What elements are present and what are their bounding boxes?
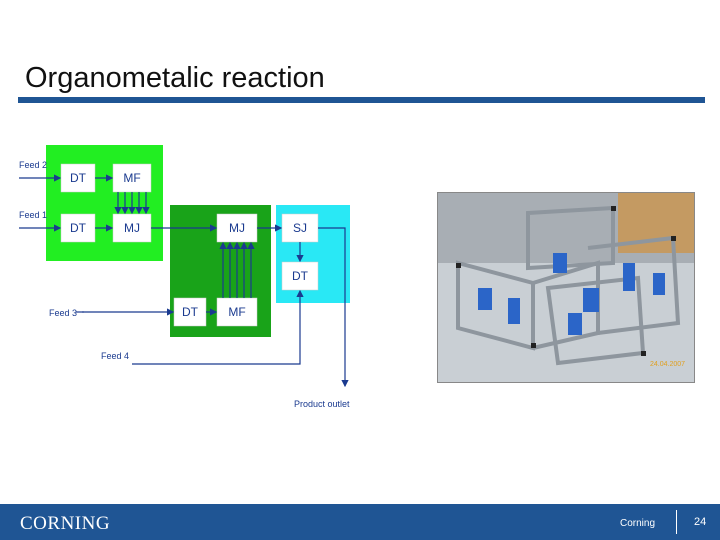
slide-title: Organometalic reaction: [25, 62, 325, 94]
footer-divider: [676, 510, 677, 534]
corning-logo: CORNING: [20, 513, 111, 534]
dt-block-cyan: [281, 261, 319, 291]
mj-mid-label: MJ: [124, 221, 140, 235]
footer-bar: CORNING Corning 24: [0, 504, 720, 540]
feed-4-arrow: [132, 289, 304, 365]
product-outlet-label: Product outlet: [294, 399, 350, 409]
footer-company-label: Corning: [620, 518, 656, 529]
mj-block-mid: [112, 213, 152, 243]
photo-timestamp: 24.04.2007: [650, 361, 685, 368]
dt-block-bottom: [173, 297, 207, 327]
mf-top-label: MF: [123, 171, 140, 185]
sj-block: [281, 213, 319, 243]
dt-cyan-label: DT: [292, 269, 309, 283]
feed-2-label: Feed 2: [19, 160, 47, 170]
title-underline: [18, 97, 705, 103]
mj-right-label: MJ: [229, 221, 245, 235]
sj-label: SJ: [293, 221, 307, 235]
dt-mid-label: DT: [70, 221, 87, 235]
feed-3-label: Feed 3: [49, 308, 77, 318]
dt-block-mid: [60, 213, 96, 243]
feed-1-label: Feed 1: [19, 210, 47, 220]
process-diagram: DT MF DT MJ MJ DT MF SJ DT Feed 2 Feed 1…: [19, 145, 350, 409]
reactor-photo: 24.04.2007: [437, 192, 695, 383]
product-outlet-arrow: [318, 227, 349, 388]
feed-4-label: Feed 4: [101, 351, 129, 361]
dt-top-label: DT: [70, 171, 87, 185]
page-number: 24: [694, 516, 707, 528]
dt-bottom-label: DT: [182, 305, 199, 319]
mf-bottom-label: MF: [228, 305, 245, 319]
